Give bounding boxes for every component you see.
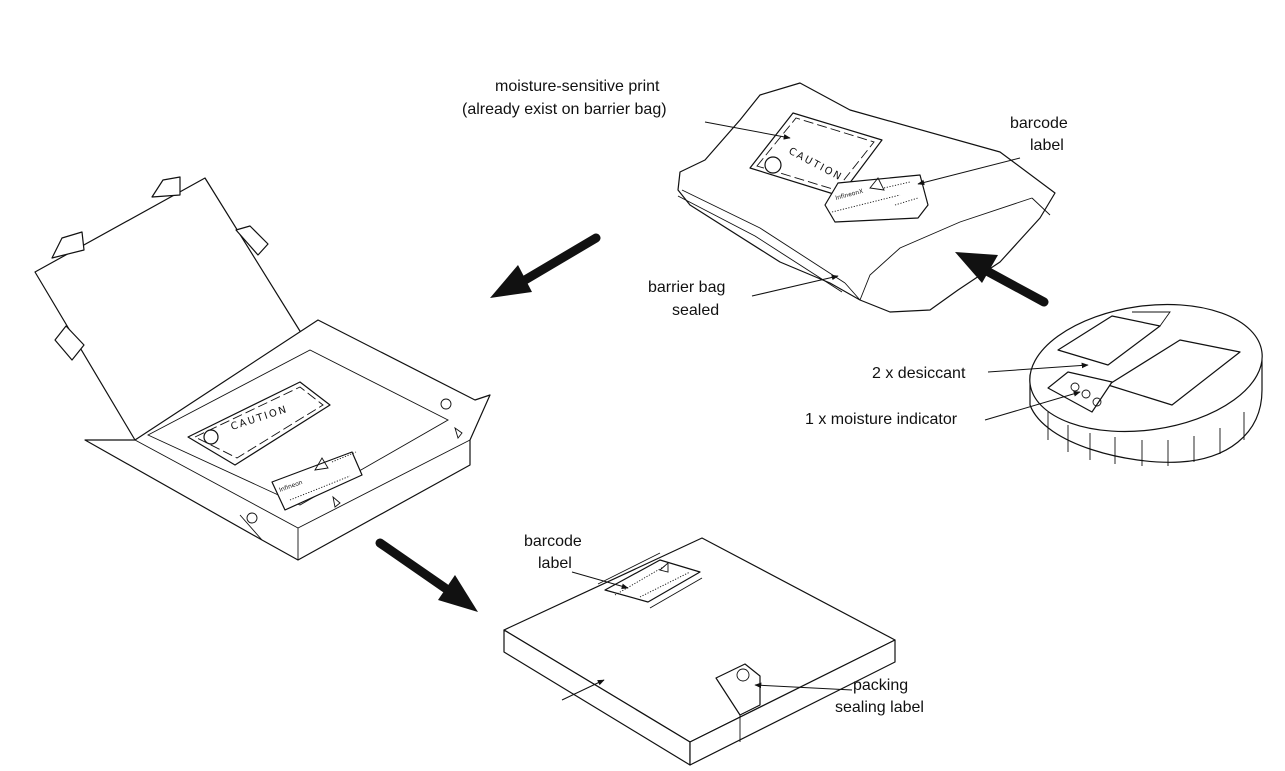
box-barcode-label — [271, 451, 363, 511]
barrier-bag-label-line1: barrier bag — [648, 279, 725, 296]
moisture-indicator-label: 1 x moisture indicator — [805, 411, 958, 428]
caution-symbol-icon — [764, 156, 782, 174]
desiccant-label: 2 x desiccant — [872, 365, 966, 382]
moisture-print-label-line2: (already exist on barrier bag) — [462, 101, 667, 118]
moisture-print-label-line1: moisture-sensitive print — [495, 78, 660, 95]
desiccant-bag-2 — [1107, 339, 1241, 406]
barrier-bag-label-line2: sealed — [672, 302, 719, 319]
sealed-box-side-right — [689, 639, 896, 766]
box-caution-print — [187, 381, 331, 466]
process-arrow-bag-to-box — [490, 233, 601, 298]
box-base — [84, 319, 491, 561]
bag-barcode-label — [824, 174, 929, 223]
barcode-label-top-line1: barcode — [1010, 115, 1068, 132]
sealed-box-barcode-label — [604, 559, 701, 603]
process-arrow-into-bag — [955, 252, 1049, 307]
bag-caution-print — [749, 112, 883, 197]
open-pizza-box: CAUTION Infineon — [34, 176, 491, 561]
barcode-label-bottom-line1: barcode — [524, 533, 582, 550]
process-arrow-box-to-sealed — [375, 538, 478, 612]
packing-label-line1: packing — [853, 677, 908, 694]
reel-with-desiccant — [1029, 303, 1263, 466]
barcode-label-top-line2: label — [1030, 137, 1064, 154]
packing-label-line2: sealing label — [835, 699, 924, 716]
barcode-label-bottom-line2: label — [538, 555, 572, 572]
box-caution-symbol-icon — [203, 429, 219, 445]
sealed-box — [503, 537, 896, 766]
